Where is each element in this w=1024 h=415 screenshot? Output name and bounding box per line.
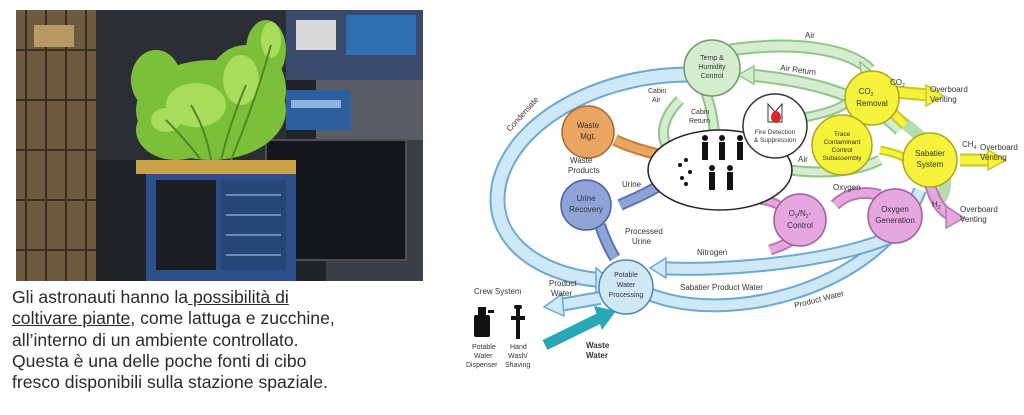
svg-text:Removal: Removal bbox=[856, 99, 888, 108]
caption-line-2: coltivare piante, come lattuga e zucchin… bbox=[12, 308, 432, 329]
label-overboard-2b: Venting bbox=[980, 153, 1007, 162]
label-cabin-return-2: Return bbox=[689, 118, 710, 125]
svg-text:Generation: Generation bbox=[875, 216, 915, 225]
svg-text:& Suppression: & Suppression bbox=[754, 137, 797, 144]
label-waste-products-1: Waste bbox=[570, 156, 593, 165]
sink-faucet-icon bbox=[511, 305, 525, 339]
svg-text:Control: Control bbox=[832, 147, 854, 154]
svg-text:Potable: Potable bbox=[614, 272, 638, 279]
svg-text:Fire Detection: Fire Detection bbox=[755, 129, 796, 136]
label-urine: Urine bbox=[622, 180, 642, 189]
node-sabatier: Sabatier System bbox=[902, 132, 958, 188]
svg-text:Recovery: Recovery bbox=[569, 205, 603, 214]
label-crew-system: Crew System bbox=[474, 287, 522, 296]
svg-text:System: System bbox=[917, 160, 944, 169]
label-cabin-return-1: Cabin bbox=[691, 109, 709, 116]
caption-line-2-text: , come lattuga e zucchine, bbox=[130, 308, 335, 329]
svg-text:Subassembly: Subassembly bbox=[822, 155, 862, 162]
label-overboard-3a: Overboard bbox=[960, 205, 998, 214]
label-product-water-left-1: Product bbox=[549, 279, 577, 288]
label-hand-wash-2: Wash/ bbox=[508, 353, 528, 360]
label-waste-water-2: Water bbox=[586, 351, 608, 360]
label-waste-products-2: Products bbox=[568, 166, 600, 175]
plants-link-part2[interactable]: coltivare piante bbox=[12, 308, 131, 329]
svg-text:Control: Control bbox=[701, 73, 724, 80]
label-hand-wash-1: Hand bbox=[510, 344, 527, 351]
node-trace-contaminant: Trace Contaminant Control Subassembly bbox=[811, 114, 873, 176]
label-ch4: CH4 bbox=[962, 140, 977, 151]
label-oxygen: Oxygen bbox=[833, 183, 861, 192]
node-o2n2-control: O2/N2- Control bbox=[773, 193, 827, 247]
node-potable-water: Potable Water Processing bbox=[598, 259, 654, 315]
label-air-top: Air bbox=[805, 31, 815, 40]
svg-text:Trace: Trace bbox=[834, 131, 851, 138]
label-overboard-1a: Overboard bbox=[930, 85, 968, 94]
label-potable-dispenser-1: Potable bbox=[472, 344, 496, 351]
label-nitrogen: Nitrogen bbox=[697, 248, 727, 257]
svg-text:Humidity: Humidity bbox=[698, 64, 726, 71]
node-urine-recovery: Urine Recovery bbox=[560, 179, 612, 231]
caption-line-3: all’interno di un ambiente controllato. bbox=[12, 329, 299, 350]
svg-text:Control: Control bbox=[787, 221, 813, 230]
label-overboard-1b: Venting bbox=[930, 95, 957, 104]
svg-text:Processing: Processing bbox=[609, 292, 644, 299]
caption-line-4: Questa è una delle poche fonti di cibo bbox=[12, 350, 307, 371]
label-cabin-air-1: Cabin bbox=[648, 88, 666, 95]
svg-text:Temp &: Temp & bbox=[700, 55, 724, 62]
plants-link-part1[interactable]: possibilità di bbox=[188, 287, 289, 307]
svg-text:O2/N2-: O2/N2- bbox=[789, 209, 812, 220]
node-fire-detection: Fire Detection & Suppression bbox=[742, 93, 808, 159]
label-product-water-left-2: Water bbox=[551, 289, 572, 298]
label-hand-wash-3: Shaving bbox=[505, 362, 530, 369]
label-cabin-air-2: Air bbox=[652, 97, 661, 104]
plant-growth-photo bbox=[16, 10, 423, 281]
node-oxygen-generation: Oxygen Generation bbox=[867, 188, 923, 244]
crew-figures-icon bbox=[678, 135, 743, 190]
node-temp-humidity: Temp & Humidity Control bbox=[683, 39, 741, 97]
caption-line-1-text: Gli astronauti hanno la bbox=[12, 287, 189, 307]
label-co2: CO2 bbox=[890, 78, 905, 89]
svg-text:Water: Water bbox=[617, 282, 636, 289]
svg-text:Contaminant: Contaminant bbox=[824, 139, 861, 146]
label-h2: H2 bbox=[932, 200, 941, 211]
label-sabatier-product-water: Sabatier Product Water bbox=[680, 283, 763, 292]
svg-text:Waste: Waste bbox=[577, 121, 600, 130]
svg-text:Urine: Urine bbox=[576, 194, 596, 203]
label-overboard-3b: Venting bbox=[960, 215, 987, 224]
water-dispenser-icon bbox=[474, 307, 494, 337]
caption-text: Gli astronauti hanno la possibilità di c… bbox=[12, 287, 432, 393]
svg-text:Sabatier: Sabatier bbox=[915, 149, 945, 158]
svg-text:CO2: CO2 bbox=[859, 87, 874, 98]
label-waste-water-1: Waste bbox=[586, 341, 610, 350]
label-processed-urine-2: Urine bbox=[632, 237, 652, 246]
label-air-mid: Air bbox=[798, 155, 808, 164]
label-processed-urine-1: Processed bbox=[625, 227, 663, 236]
node-co2-removal: CO2 Removal bbox=[844, 70, 900, 126]
node-waste-mgt: Waste Mgt. bbox=[561, 105, 615, 159]
caption-line-1: Gli astronauti hanno la possibilità di bbox=[12, 287, 432, 308]
svg-text:Mgt.: Mgt. bbox=[580, 132, 596, 141]
caption-line-5: fresco disponibili sulla stazione spazia… bbox=[12, 372, 328, 393]
svg-text:Oxygen: Oxygen bbox=[881, 205, 909, 214]
label-overboard-2a: Overboard bbox=[980, 143, 1018, 152]
life-support-diagram: Temp & Humidity Control CO2 Removal Wast… bbox=[440, 0, 1024, 410]
label-potable-dispenser-3: Dispenser bbox=[466, 362, 498, 369]
label-potable-dispenser-2: Water bbox=[474, 353, 493, 360]
